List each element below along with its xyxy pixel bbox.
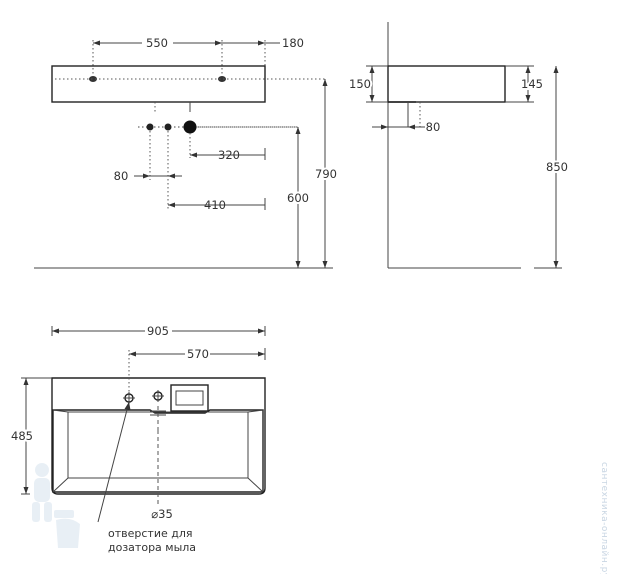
annotation-line-1: отверстие для xyxy=(108,527,193,540)
dim-550: 550 xyxy=(146,36,168,50)
front-hole-left xyxy=(89,76,97,82)
dim-320: 320 xyxy=(218,148,240,162)
soap-tray xyxy=(170,384,209,412)
watermark-text: сантехника-онлайн.ру xyxy=(599,462,609,574)
plumber-mascot-icon xyxy=(32,463,80,548)
dim-150: 150 xyxy=(349,77,371,91)
front-hole-right xyxy=(218,76,226,82)
dim-570: 570 xyxy=(187,347,209,361)
plan-view: 905 570 485 ⌀35 xyxy=(9,324,266,523)
front-view: 550 180 320 80 410 600 xyxy=(34,36,339,269)
front-basin-outline xyxy=(51,65,266,103)
dim-790: 790 xyxy=(315,167,337,181)
dim-180: 180 xyxy=(282,36,304,50)
dim-485: 485 xyxy=(11,429,33,443)
fixing-bolt-left xyxy=(146,123,154,131)
leader-line xyxy=(97,401,130,523)
fixing-bolt-right xyxy=(164,123,172,131)
dim-600: 600 xyxy=(287,191,309,205)
dim-80-front: 80 xyxy=(114,169,129,183)
dim-905: 905 xyxy=(147,324,169,338)
dim-80-side: 80 xyxy=(426,120,441,134)
drain-outlet xyxy=(183,120,197,134)
dim-145: 145 xyxy=(521,77,543,91)
dim-850: 850 xyxy=(546,160,568,174)
dim-410: 410 xyxy=(204,198,226,212)
annotation-line-2: дозатора мыла xyxy=(108,541,196,554)
dim-diameter-35: ⌀35 xyxy=(151,507,173,521)
side-basin-outline xyxy=(387,65,506,103)
side-view: 150 145 80 850 xyxy=(347,22,570,269)
